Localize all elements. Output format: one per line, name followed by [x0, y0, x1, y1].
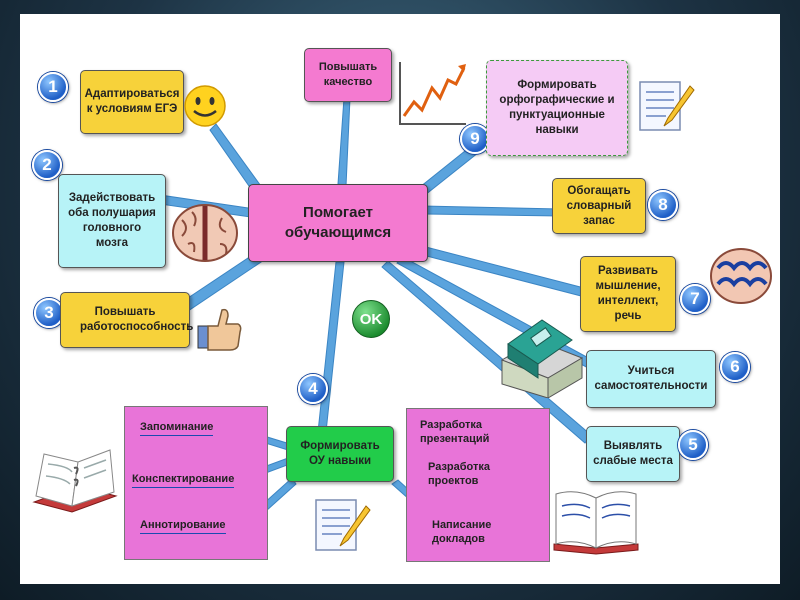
node-1: Адаптироваться к условиям ЕГЭ	[80, 70, 184, 134]
open-book-icon	[553, 491, 639, 555]
skill-annotating: Аннотирование	[140, 518, 226, 534]
growth-chart-icon	[399, 62, 466, 125]
node-4: Формировать ОУ навыки	[286, 426, 394, 482]
brain-icon	[172, 204, 238, 262]
document-pencil-icon	[315, 499, 371, 551]
number-badge-5: 5	[678, 430, 708, 460]
ray-to-n8	[422, 205, 561, 217]
node-6: Учиться самостоятельности	[586, 350, 716, 408]
number-badge-8: 8	[648, 190, 678, 220]
number-badge-4: 4	[298, 374, 328, 404]
number-badge-7: 7	[680, 284, 710, 314]
number-badge-6: 6	[720, 352, 750, 382]
number-badge-1: 1	[38, 72, 68, 102]
node-9: Формировать орфографические и пунктуацио…	[486, 60, 628, 156]
number-badge-3: 3	[34, 298, 64, 328]
skill-note-taking: Конспектирование	[132, 472, 235, 488]
mind-map-slide: Помогает обучающимся Повышать качество 1…	[20, 14, 780, 584]
notebook-icon	[32, 449, 118, 513]
right-skills-panel	[406, 408, 550, 562]
skill-reports: Написание докладов	[432, 519, 492, 545]
top-node: Повышать качество	[304, 48, 392, 102]
node-7: Развивать мышление, интеллект, речь	[580, 256, 676, 332]
node-3: Повышать работоспособность	[60, 292, 193, 348]
skill-projects: Разработка проектов	[428, 461, 490, 487]
document-pencil-icon	[639, 81, 695, 131]
number-badge-2: 2	[32, 150, 62, 180]
node-2: Задействовать оба полушария головного мо…	[58, 174, 166, 268]
ok-badge: OK	[352, 300, 390, 338]
node-8: Обогащать словарный запас	[552, 178, 646, 234]
skill-presentations: Разработка презентаций	[420, 419, 490, 445]
book-stack-icon	[500, 319, 584, 398]
skill-memorizing: Запоминание	[140, 420, 214, 436]
left-skills-panel	[124, 406, 268, 560]
thumbs-up-icon	[197, 308, 242, 351]
center-node: Помогает обучающимся	[248, 184, 428, 262]
ray-to-top	[337, 97, 351, 187]
ray-to-n4	[317, 261, 345, 433]
node-5: Выявлять слабые места	[586, 426, 680, 482]
smiley-icon	[184, 85, 226, 127]
brain-icon	[710, 248, 772, 304]
